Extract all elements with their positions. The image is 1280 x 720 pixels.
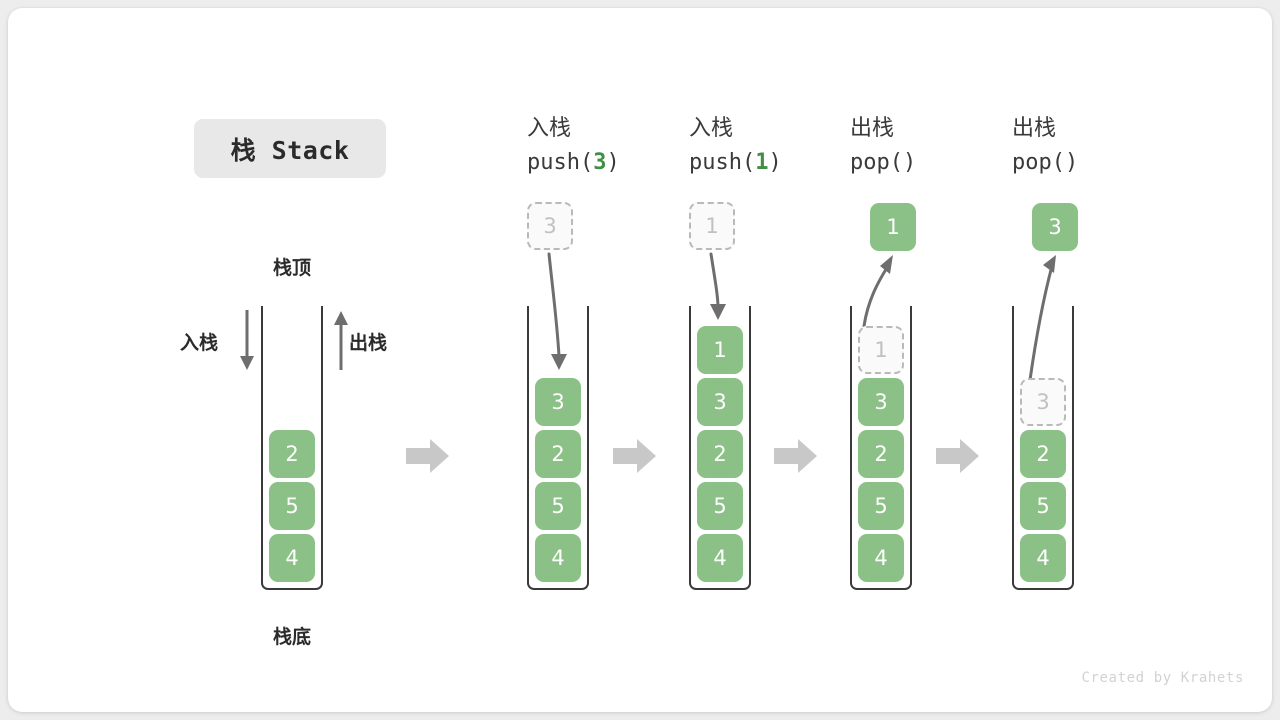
step-op-call-suffix: )	[606, 150, 620, 175]
step-header: 入栈 push(3)	[527, 112, 677, 180]
stack-cell: 4	[858, 534, 904, 582]
stack-cell: 1	[697, 326, 743, 374]
step-pop-3: 出栈 pop() 3 3 2 5 4	[1012, 8, 1162, 712]
stack-cell: 1	[858, 326, 904, 374]
floating-cell: 3	[527, 202, 573, 250]
stack-cells: 3 2 5 4	[1012, 306, 1074, 590]
stack-cell: 2	[697, 430, 743, 478]
flow-arrow-icon	[613, 439, 656, 473]
step-op-call-prefix: pop(	[1012, 150, 1065, 175]
step-op-call: push(3)	[527, 146, 677, 180]
stack-title-badge: 栈 Stack	[194, 119, 386, 178]
push-flow-arrow-icon	[709, 252, 726, 320]
stack-cell: 4	[697, 534, 743, 582]
base-push-arrow-icon	[240, 310, 254, 370]
stack-top-label: 栈顶	[272, 257, 311, 279]
flow-arrow-icon	[774, 439, 817, 473]
stack-bottom-label: 栈底	[272, 626, 311, 648]
pop-flow-arrow-icon	[862, 255, 893, 328]
step-pop-1: 出栈 pop() 1 1 3 2 5 4	[850, 8, 1000, 712]
step-op-label: 出栈	[1012, 116, 1057, 141]
step-op-call-arg: 1	[755, 150, 769, 175]
stack-cell: 5	[269, 482, 315, 530]
step-op-call-prefix: pop(	[850, 150, 903, 175]
step-op-label: 入栈	[527, 116, 572, 141]
step-op-label: 入栈	[689, 116, 734, 141]
step-push-1: 入栈 push(1) 1 1 3 2 5 4	[689, 8, 839, 712]
flow-arrow-icon	[936, 439, 979, 473]
pop-flow-arrow-icon	[1028, 255, 1056, 382]
stack-frame	[527, 306, 589, 590]
stack-cell: 5	[697, 482, 743, 530]
step-op-call: pop()	[1012, 146, 1162, 180]
step-op-call: pop()	[850, 146, 1000, 180]
stack-cell: 5	[535, 482, 581, 530]
stack-cell: 3	[1020, 378, 1066, 426]
base-stack-cells: 2 5 4	[261, 306, 323, 590]
base-stack-frame	[261, 306, 323, 590]
base-push-label: 入栈	[180, 332, 219, 354]
stack-cell: 3	[535, 378, 581, 426]
floating-cell: 3	[1032, 203, 1078, 251]
stack-cell: 2	[1020, 430, 1066, 478]
step-op-label: 出栈	[850, 116, 895, 141]
step-op-call-suffix: )	[902, 150, 917, 175]
base-pop-arrow-icon	[334, 311, 348, 370]
flow-arrow-icon	[406, 439, 449, 473]
step-op-call-arg: 3	[593, 150, 607, 175]
stack-cell: 4	[535, 534, 581, 582]
watermark: Created by Krahets	[1081, 670, 1244, 686]
stack-cell: 4	[1020, 534, 1066, 582]
step-push-3: 入栈 push(3) 3 3 2 5 4	[527, 8, 677, 712]
stack-cell: 5	[858, 482, 904, 530]
step-header: 入栈 push(1)	[689, 112, 839, 180]
step-op-call-suffix: )	[1064, 150, 1079, 175]
stack-cell: 2	[269, 430, 315, 478]
step-header: 出栈 pop()	[1012, 112, 1162, 180]
stack-cells: 1 3 2 5 4	[689, 306, 751, 590]
stack-cell: 5	[1020, 482, 1066, 530]
step-op-call: push(1)	[689, 146, 839, 180]
diagram-card: 栈 Stack 栈顶 入栈 出栈 2 5 4 栈底	[8, 8, 1272, 712]
stack-frame	[689, 306, 751, 590]
floating-cell: 1	[870, 203, 916, 251]
stack-cell: 4	[269, 534, 315, 582]
stack-cell: 2	[535, 430, 581, 478]
stack-title-label: 栈 Stack	[230, 135, 350, 165]
floating-cell: 1	[689, 202, 735, 250]
step-op-call-prefix: push(	[689, 150, 756, 175]
push-flow-arrow-icon	[547, 252, 567, 370]
stack-frame	[850, 306, 912, 590]
stack-frame	[1012, 306, 1074, 590]
stack-cell: 3	[858, 378, 904, 426]
step-op-call-prefix: push(	[527, 150, 594, 175]
step-op-call-suffix: )	[768, 150, 782, 175]
stack-cell: 3	[697, 378, 743, 426]
stack-cell: 2	[858, 430, 904, 478]
stack-cells: 3 2 5 4	[527, 306, 589, 590]
base-stack-group: 栈顶 入栈 出栈 2 5 4 栈底	[8, 8, 428, 712]
stack-cells: 1 3 2 5 4	[850, 306, 912, 590]
base-pop-label: 出栈	[349, 332, 388, 354]
step-header: 出栈 pop()	[850, 112, 1000, 180]
